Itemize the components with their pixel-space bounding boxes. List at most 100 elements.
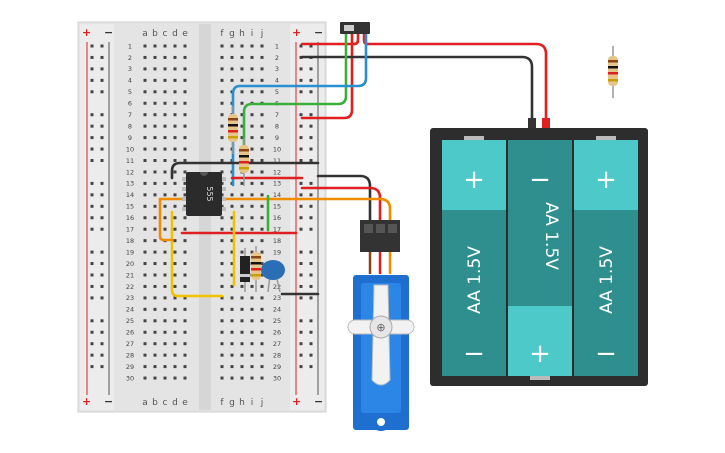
breadboard-hole[interactable]: [260, 330, 264, 334]
breadboard-hole[interactable]: [183, 193, 187, 197]
wire-black-battery-minus[interactable]: [300, 55, 534, 126]
wire-black-servo[interactable]: [316, 174, 372, 222]
rail-hole[interactable]: [309, 67, 313, 71]
breadboard-hole[interactable]: [260, 90, 264, 94]
breadboard-hole[interactable]: [163, 147, 167, 151]
breadboard-hole[interactable]: [143, 113, 147, 117]
breadboard-hole[interactable]: [163, 262, 167, 266]
breadboard-hole[interactable]: [230, 284, 234, 288]
breadboard-hole[interactable]: [220, 78, 224, 82]
breadboard-hole[interactable]: [143, 67, 147, 71]
rail-hole[interactable]: [309, 342, 313, 346]
breadboard-hole[interactable]: [240, 101, 244, 105]
rail-hole[interactable]: [309, 124, 313, 128]
breadboard-hole[interactable]: [250, 239, 254, 243]
breadboard-hole[interactable]: [230, 342, 234, 346]
rail-hole[interactable]: [90, 227, 94, 231]
breadboard-hole[interactable]: [230, 227, 234, 231]
breadboard-hole[interactable]: [173, 319, 177, 323]
breadboard-hole[interactable]: [173, 147, 177, 151]
breadboard-hole[interactable]: [230, 330, 234, 334]
rail-hole[interactable]: [90, 44, 94, 48]
rail-hole[interactable]: [90, 67, 94, 71]
rail-hole[interactable]: [100, 330, 104, 334]
breadboard-hole[interactable]: [240, 296, 244, 300]
breadboard-hole[interactable]: [260, 136, 264, 140]
breadboard-hole[interactable]: [220, 124, 224, 128]
breadboard-hole[interactable]: [173, 330, 177, 334]
breadboard-hole[interactable]: [183, 136, 187, 140]
breadboard-hole[interactable]: [183, 44, 187, 48]
breadboard-hole[interactable]: [153, 307, 157, 311]
servo-motor[interactable]: ⊕: [347, 275, 415, 431]
rail-hole[interactable]: [299, 67, 303, 71]
breadboard-hole[interactable]: [153, 273, 157, 277]
rail-hole[interactable]: [299, 216, 303, 220]
breadboard-hole[interactable]: [143, 90, 147, 94]
rail-hole[interactable]: [309, 113, 313, 117]
breadboard-hole[interactable]: [260, 159, 264, 162]
breadboard-hole[interactable]: [220, 216, 224, 220]
breadboard-hole[interactable]: [240, 307, 244, 311]
breadboard-hole[interactable]: [163, 227, 167, 231]
breadboard-hole[interactable]: [173, 342, 177, 346]
breadboard-hole[interactable]: [183, 147, 187, 151]
breadboard-hole[interactable]: [220, 90, 224, 94]
wire-red-switch-row7[interactable]: [300, 30, 354, 120]
breadboard-hole[interactable]: [143, 193, 147, 197]
breadboard-hole[interactable]: [173, 284, 177, 288]
breadboard-hole[interactable]: [143, 204, 147, 208]
breadboard-hole[interactable]: [240, 181, 244, 185]
breadboard-hole[interactable]: [250, 284, 254, 288]
breadboard-hole[interactable]: [143, 136, 147, 140]
breadboard-hole[interactable]: [260, 193, 264, 197]
breadboard-hole[interactable]: [183, 330, 187, 334]
rail-hole[interactable]: [299, 181, 303, 185]
breadboard-hole[interactable]: [250, 124, 254, 128]
breadboard-hole[interactable]: [250, 67, 254, 71]
rail-hole[interactable]: [90, 136, 94, 140]
breadboard-hole[interactable]: [183, 90, 187, 94]
breadboard-hole[interactable]: [163, 307, 167, 311]
breadboard-hole[interactable]: [240, 227, 244, 231]
breadboard-hole[interactable]: [143, 216, 147, 220]
breadboard-hole[interactable]: [240, 124, 244, 128]
breadboard-hole[interactable]: [230, 78, 234, 82]
breadboard-hole[interactable]: [260, 113, 264, 117]
breadboard-hole[interactable]: [260, 204, 264, 208]
breadboard-hole[interactable]: [220, 250, 224, 254]
breadboard-hole[interactable]: [153, 113, 157, 117]
breadboard-hole[interactable]: [173, 78, 177, 82]
breadboard-hole[interactable]: [173, 193, 177, 197]
rail-hole[interactable]: [90, 55, 94, 59]
capacitor[interactable]: [261, 260, 285, 293]
breadboard-hole[interactable]: [143, 55, 147, 59]
rail-hole[interactable]: [299, 319, 303, 323]
breadboard-hole[interactable]: [143, 365, 147, 369]
resistor-1[interactable]: [228, 106, 238, 154]
breadboard-hole[interactable]: [250, 159, 254, 162]
breadboard-hole[interactable]: [173, 262, 177, 266]
breadboard-hole[interactable]: [143, 250, 147, 254]
breadboard-hole[interactable]: [220, 227, 224, 231]
breadboard-hole[interactable]: [240, 204, 244, 208]
breadboard-hole[interactable]: [143, 159, 147, 162]
breadboard-hole[interactable]: [260, 170, 264, 174]
breadboard-hole[interactable]: [183, 250, 187, 254]
breadboard-hole[interactable]: [153, 136, 157, 140]
rail-hole[interactable]: [299, 262, 303, 266]
breadboard-hole[interactable]: [163, 296, 167, 300]
breadboard-hole[interactable]: [250, 227, 254, 231]
breadboard-hole[interactable]: [143, 319, 147, 323]
breadboard-hole[interactable]: [173, 353, 177, 357]
breadboard-hole[interactable]: [260, 147, 264, 151]
breadboard-hole[interactable]: [183, 170, 187, 174]
breadboard-hole[interactable]: [183, 376, 187, 380]
breadboard-hole[interactable]: [163, 273, 167, 277]
rail-hole[interactable]: [309, 330, 313, 334]
breadboard-hole[interactable]: [173, 101, 177, 105]
wire-orange-servo[interactable]: [158, 197, 392, 222]
rail-hole[interactable]: [299, 284, 303, 288]
breadboard-hole[interactable]: [250, 90, 254, 94]
breadboard-hole[interactable]: [260, 67, 264, 71]
